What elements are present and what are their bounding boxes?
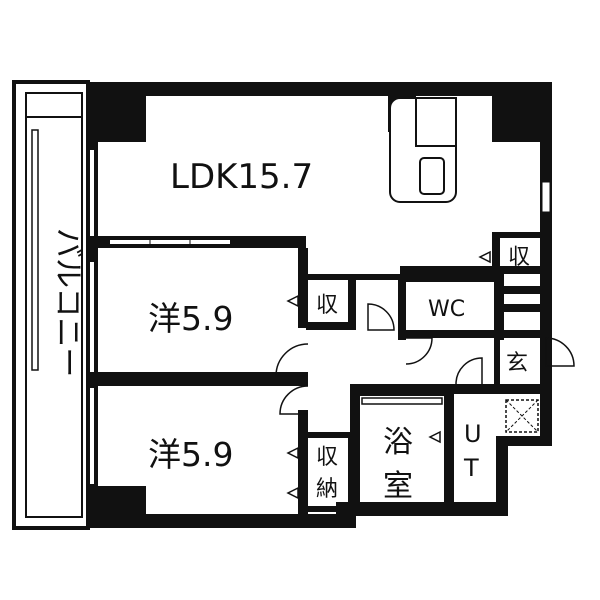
door-swing-icon xyxy=(279,385,309,415)
triangle-marker-icon xyxy=(286,446,299,460)
kitchen-counter xyxy=(389,97,457,203)
triangle-marker-icon xyxy=(286,486,299,500)
interior-walls xyxy=(86,232,544,518)
door-swing-icon xyxy=(275,343,309,377)
door-swing-icon xyxy=(455,357,483,385)
doors xyxy=(275,303,575,415)
balcony-label: バルコニー xyxy=(50,228,85,377)
door-swing-icon xyxy=(367,303,395,331)
room-label-western-bottom: 洋5.9 xyxy=(148,435,233,474)
room-label-ldk: LDK15.7 xyxy=(170,157,313,197)
storage-label-kitchen: 収 xyxy=(508,245,530,270)
closet-markers xyxy=(286,250,491,500)
entrance-door-icon xyxy=(545,337,575,367)
room-label-bath-1: 浴 xyxy=(383,425,413,460)
sink-icon xyxy=(419,157,445,195)
storage-label-western-bottom-1: 収 xyxy=(316,445,338,470)
triangle-marker-icon xyxy=(428,430,441,444)
room-label-western-top: 洋5.9 xyxy=(148,299,233,338)
door-swing-icon xyxy=(405,337,433,365)
room-label-ut-2: T xyxy=(463,454,479,482)
washer-space xyxy=(505,399,539,433)
triangle-marker-icon xyxy=(478,250,491,264)
room-label-bath-2: 室 xyxy=(383,469,413,504)
triangle-marker-icon xyxy=(286,294,299,308)
storage-label-western-top: 収 xyxy=(316,293,338,318)
balcony: バルコニー xyxy=(12,80,90,530)
storage-label-western-bottom-2: 納 xyxy=(316,477,338,502)
room-label-entrance: 玄 xyxy=(506,351,528,376)
room-label-ut-1: U xyxy=(464,420,482,448)
room-label-wc: WC xyxy=(428,297,465,322)
outer-walls xyxy=(86,82,552,528)
